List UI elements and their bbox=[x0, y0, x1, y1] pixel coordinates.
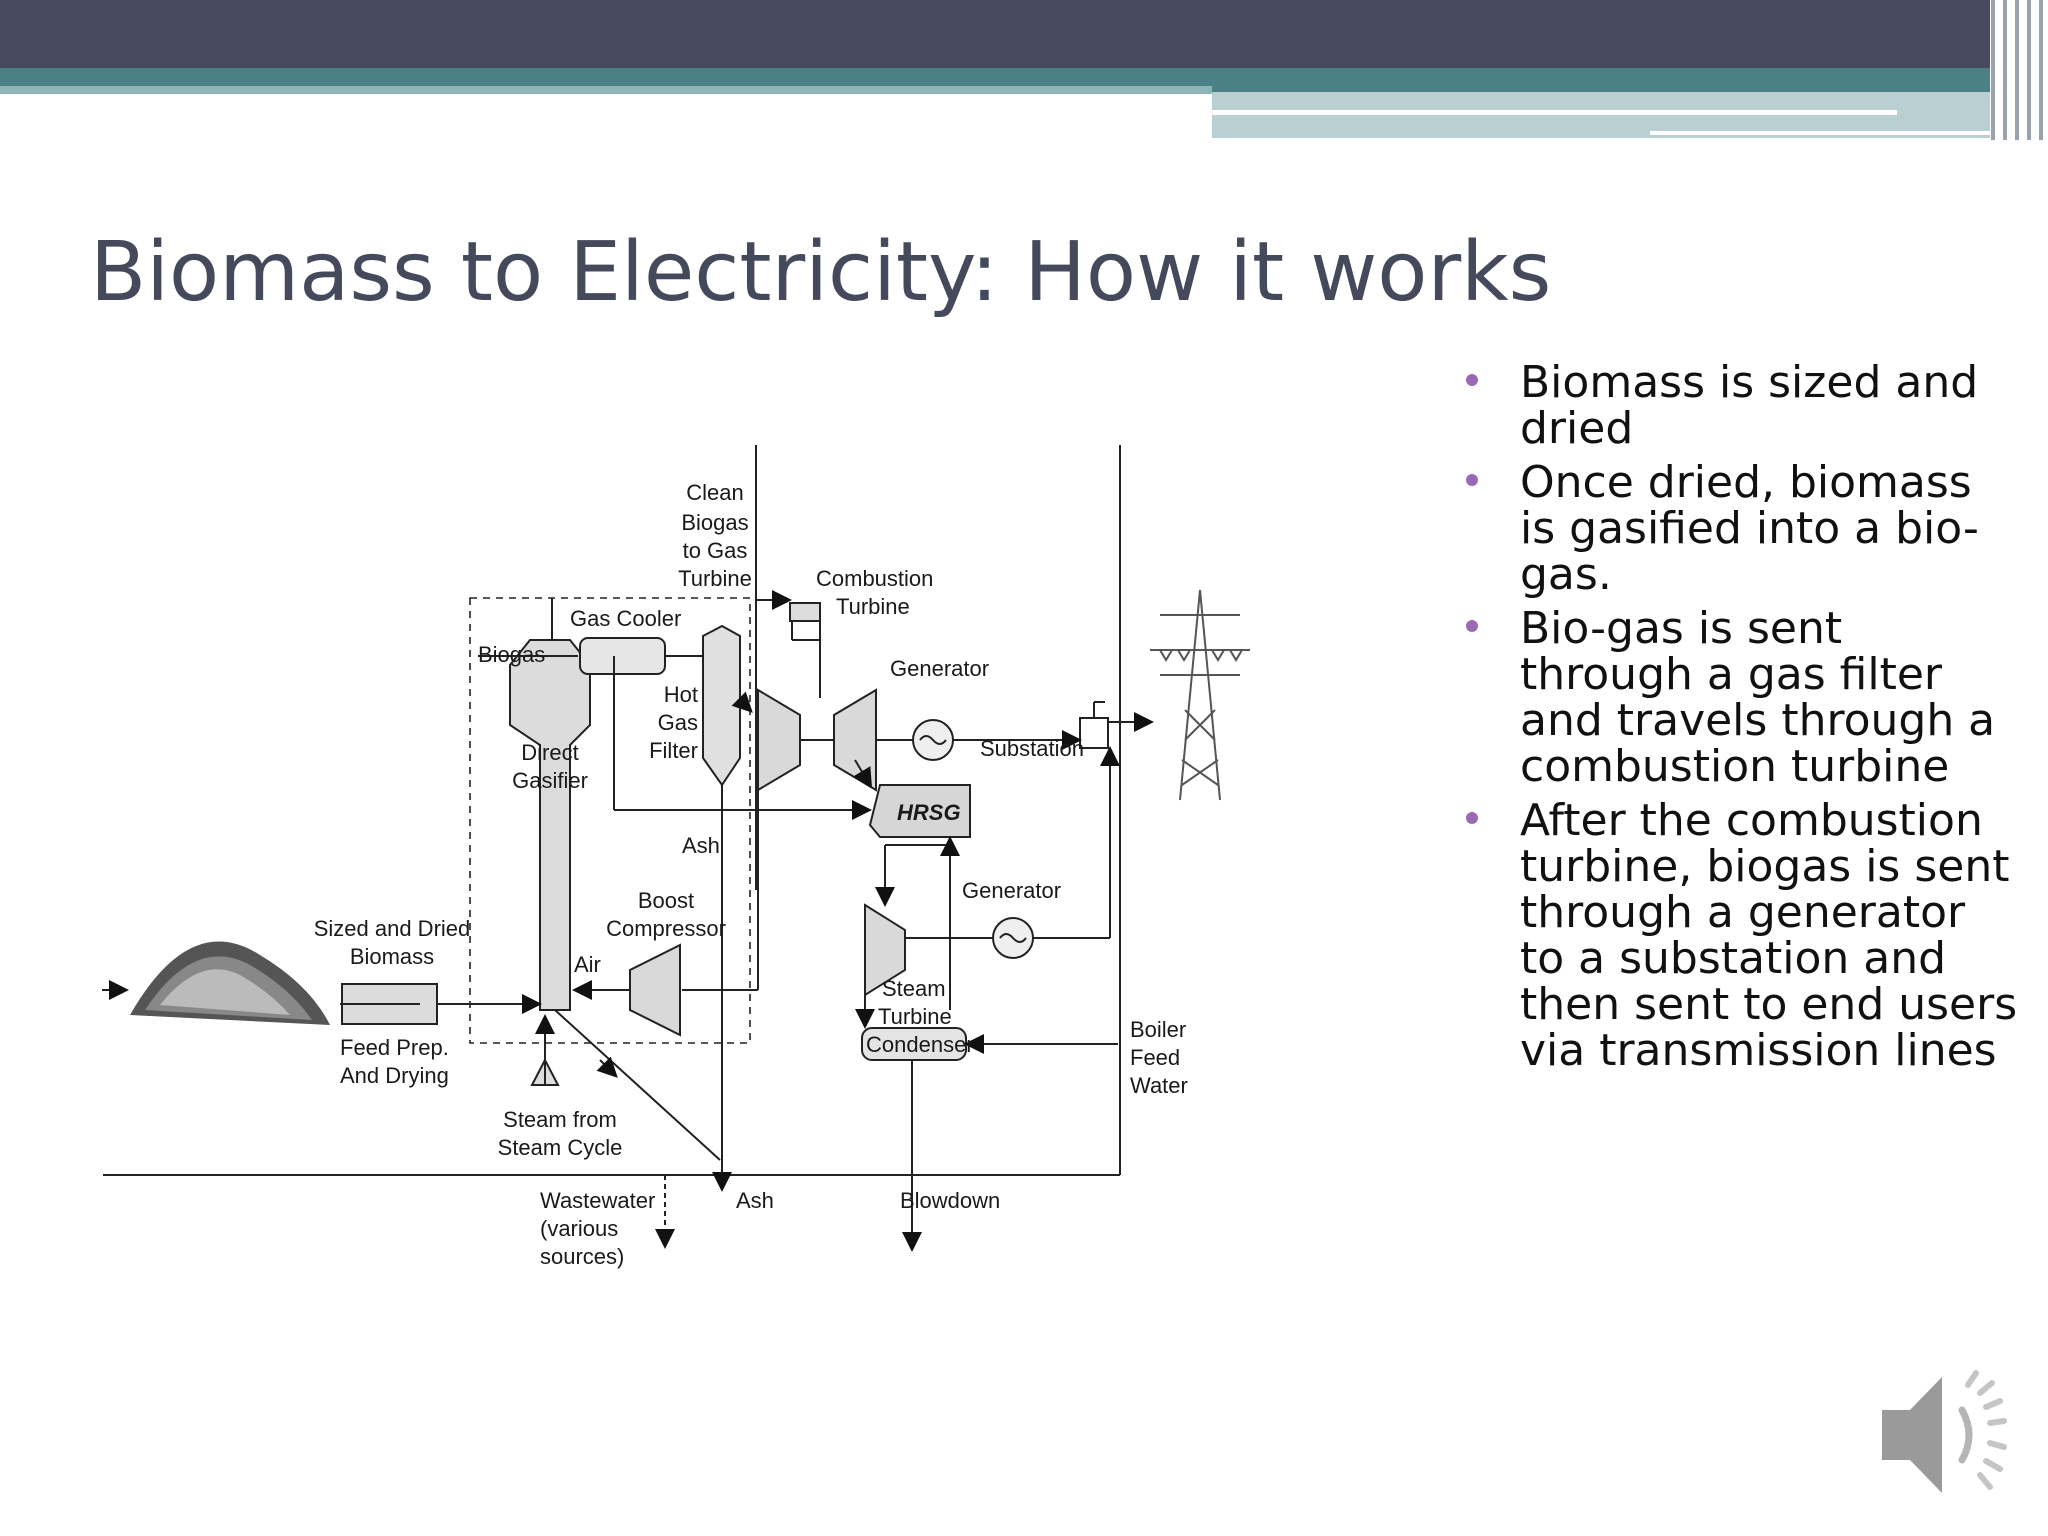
label-biogas: Biogas bbox=[478, 642, 545, 667]
slide-title: Biomass to Electricity: How it works bbox=[90, 225, 1552, 320]
header-accent-line bbox=[1650, 131, 1990, 135]
label-blowdown: Blowdown bbox=[900, 1188, 1000, 1213]
label-substation: Substation bbox=[980, 736, 1084, 761]
header-bar bbox=[0, 0, 1990, 68]
bullet-item: Biomass is sized and dried bbox=[1458, 360, 2018, 452]
label-generator-top: Generator bbox=[890, 656, 989, 681]
bullet-dot-icon bbox=[1466, 620, 1478, 632]
corner-stripes bbox=[1985, 0, 2048, 140]
label-hrsg: HRSG bbox=[897, 800, 961, 825]
label-ash-mid: Ash bbox=[682, 833, 720, 858]
header-accent-step bbox=[1212, 92, 1990, 138]
bullet-dot-icon bbox=[1466, 812, 1478, 824]
transmission-tower-icon bbox=[1150, 589, 1250, 801]
label-gas-cooler: Gas Cooler bbox=[570, 606, 681, 631]
biomass-pile-icon bbox=[130, 941, 330, 1025]
speaker-icon[interactable] bbox=[1880, 1365, 2010, 1505]
label-feed-prep: Feed Prep.And Drying bbox=[340, 1035, 449, 1088]
header-accent-line bbox=[1212, 110, 1897, 115]
bullet-item: Bio-gas is sent through a gas filter and… bbox=[1458, 606, 2018, 790]
bullet-list: Biomass is sized and dried Once dried, b… bbox=[1458, 360, 2018, 1082]
label-condenser: Condenser bbox=[866, 1032, 974, 1057]
label-air: Air bbox=[574, 952, 601, 977]
bullet-dot-icon bbox=[1466, 474, 1478, 486]
header-accent-light bbox=[0, 86, 1212, 94]
label-generator-bottom: Generator bbox=[962, 878, 1061, 903]
bullet-item: After the combustion turbine, biogas is … bbox=[1458, 798, 2018, 1074]
label-ash-bottom: Ash bbox=[736, 1188, 774, 1213]
bullet-dot-icon bbox=[1466, 374, 1478, 386]
bullet-item: Once dried, biomass is gasified into a b… bbox=[1458, 460, 2018, 598]
